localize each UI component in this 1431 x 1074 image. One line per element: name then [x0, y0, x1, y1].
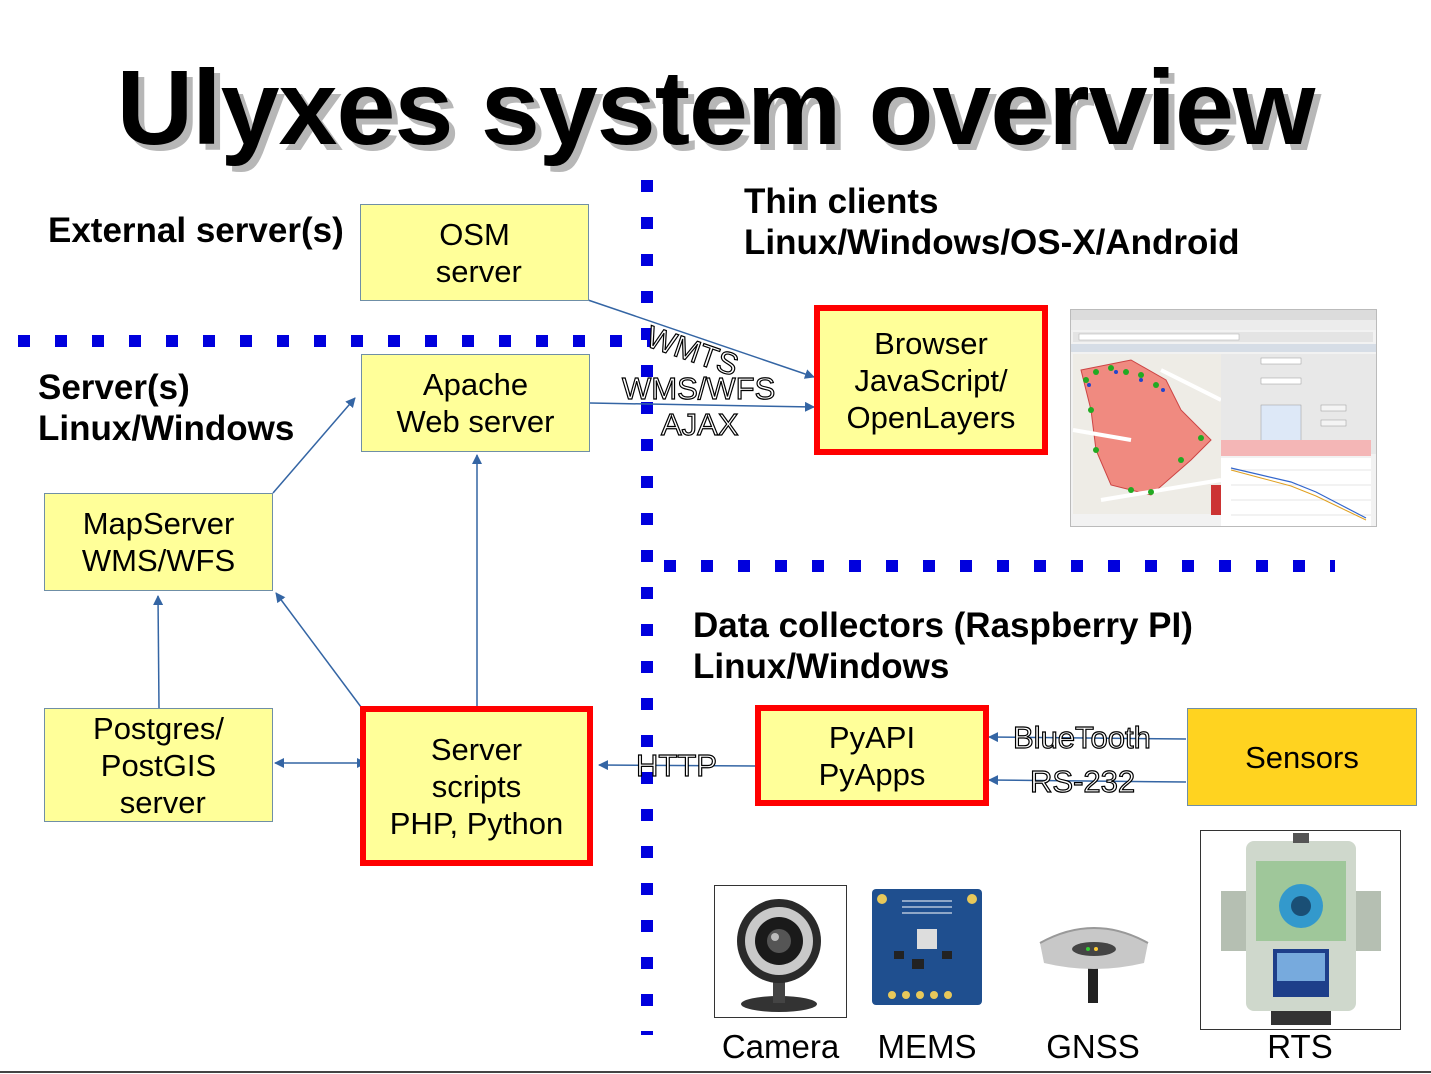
http-label: HTTP [635, 748, 717, 783]
thin-clients-heading-line1: Thin clients [744, 182, 939, 221]
servers-heading-line2: Linux/Windows [38, 409, 295, 448]
mapserver-line1: MapServer [82, 506, 235, 541]
web-app-screenshot-drawing [1071, 310, 1376, 526]
web-app-screenshot [1070, 309, 1377, 527]
osm-line2: server [427, 253, 522, 289]
camera-drawing [737, 899, 821, 1012]
sensors-box: Sensors [1187, 708, 1417, 806]
thin-clients-heading: Thin clients Linux/Windows/OS-X/Android [744, 181, 1240, 263]
slide-bottom-rule [0, 1071, 1431, 1073]
arrow-osm-browser [587, 299, 815, 379]
pyapi-line2: PyApps [818, 756, 926, 792]
postgres-line3: server [111, 784, 206, 820]
arrow-apache-browser [589, 401, 815, 412]
rts-caption: RTS [1267, 1028, 1333, 1065]
osm-server-box: OSM server [360, 204, 589, 301]
mapserver-line2: WMS/WFS [81, 543, 236, 578]
browser-line3: OpenLayers [846, 399, 1016, 435]
arrow-pyapi-scripts [598, 760, 757, 771]
arrow-scripts-mapserver [275, 592, 362, 708]
scripts-line3: PHP, Python [389, 805, 564, 841]
rs232-label: RS-232 [1029, 764, 1136, 799]
sensors-label: Sensors [1245, 739, 1359, 775]
thin-clients-heading-line2: Linux/Windows/OS-X/Android [744, 223, 1240, 262]
gnss-drawing [1039, 927, 1149, 1003]
arrow-mapserver-apache [272, 397, 356, 494]
external-servers-heading: External server(s) [48, 210, 344, 251]
scripts-line1: Server [430, 731, 523, 767]
page-title: Ulyxes system overview [116, 49, 1316, 167]
external-servers-label: External server(s) [48, 211, 344, 250]
postgres-line1: Postgres/ [93, 710, 224, 746]
bluetooth-label: BlueTooth [1012, 720, 1151, 755]
ajax-label: AJAX [660, 407, 739, 442]
servers-heading: Server(s) Linux/Windows [38, 367, 294, 449]
collectors-heading: Data collectors (Raspberry PI) Linux/Win… [693, 605, 1193, 687]
postgres-line2: PostGIS [100, 747, 217, 783]
mems-drawing [877, 894, 977, 999]
mems-caption: MEMS [877, 1028, 977, 1065]
arrow-sensors-pyapi-bluetooth [988, 732, 1187, 743]
scripts-line2: scripts [431, 768, 522, 804]
arrow-sensors-pyapi-rs232 [988, 775, 1187, 786]
camera-image [714, 885, 847, 1018]
servers-heading-line1: Server(s) [38, 368, 190, 407]
collectors-heading-line1: Data collectors (Raspberry PI) [693, 606, 1193, 645]
camera-caption: Camera [721, 1028, 840, 1065]
browser-line1: Browser [874, 325, 988, 361]
mems-sensor-image [872, 889, 982, 1005]
collectors-heading-line2: Linux/Windows [693, 647, 950, 686]
apache-line1: Apache [422, 367, 529, 402]
browser-line2: JavaScript/ [854, 362, 1008, 398]
postgres-server-box: Postgres/PostGIS server [44, 708, 273, 822]
gnss-receiver-image [1036, 913, 1152, 1003]
arrow-postgres-mapserver [153, 595, 164, 709]
rts-drawing [1221, 833, 1381, 1025]
pyapi-line1: PyAPI [828, 719, 916, 755]
rts-total-station-image [1200, 830, 1401, 1030]
wms-wfs-label: WMS/WFS [621, 371, 776, 406]
osm-line1: OSM [439, 216, 510, 252]
apache-line2: Web server [396, 404, 555, 439]
gnss-caption: GNSS [1046, 1028, 1140, 1065]
